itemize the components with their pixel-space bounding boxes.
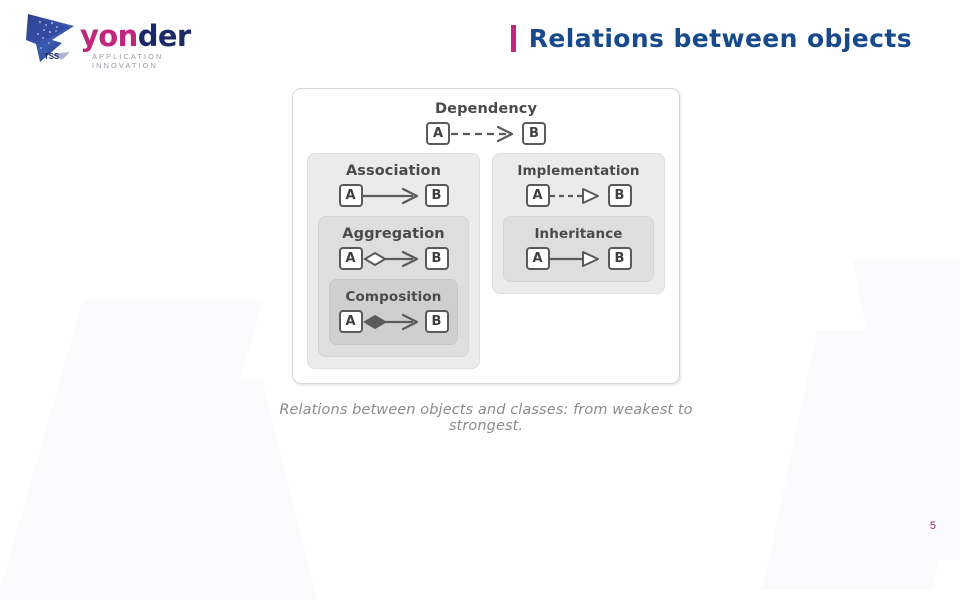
relation-row-dependency: A B <box>307 122 665 145</box>
relation-label-composition: Composition <box>345 289 442 305</box>
relation-label-dependency: Dependency <box>435 101 537 117</box>
relations-figure: Dependency A B Association A <box>262 88 710 434</box>
node-b: B <box>522 122 546 145</box>
page-title: Relations between objects <box>528 24 912 53</box>
yonder-logo-icon <box>26 14 74 62</box>
title-accent-bar <box>510 25 516 52</box>
node-b: B <box>607 247 632 270</box>
relation-row-inheritance: A B <box>514 247 643 270</box>
relation-aggregation: Aggregation A B Composition <box>318 216 469 357</box>
node-b: B <box>607 184 632 207</box>
slide-title: Relations between objects <box>510 24 912 53</box>
node-a: A <box>525 247 550 270</box>
connector-composition-filled-diamond-open-arrow <box>362 313 418 330</box>
relation-implementation: Implementation A B Inheritance A <box>492 153 665 294</box>
logo-word-part2: der <box>137 19 192 53</box>
relation-label-implementation: Implementation <box>517 163 640 179</box>
node-b: B <box>424 184 449 207</box>
relation-row-composition: A B <box>338 310 449 333</box>
relation-row-association: A B <box>318 184 469 207</box>
node-a: A <box>525 184 550 207</box>
relation-composition: Composition A B <box>329 279 458 345</box>
connector-association-solid-open-arrow <box>362 187 418 204</box>
relation-label-association: Association <box>345 163 442 179</box>
node-a: A <box>426 122 450 145</box>
node-a: A <box>338 310 363 333</box>
page-number: 5 <box>929 520 936 532</box>
connector-implementation-dashed-hollow-triangle <box>549 187 599 204</box>
relations-column-left: Association A B Aggregation A <box>307 153 480 369</box>
logo-tagline: APPLICATION INNOVATION <box>92 52 164 70</box>
relation-dependency: Dependency A B <box>307 101 665 145</box>
connector-aggregation-hollow-diamond-open-arrow <box>362 250 418 267</box>
diagram-frame: Dependency A B Association A <box>292 88 680 384</box>
relation-association: Association A B Aggregation A <box>307 153 480 369</box>
relation-label-inheritance: Inheritance <box>534 226 623 242</box>
relation-inheritance: Inheritance A B <box>503 216 654 282</box>
node-a: A <box>338 247 363 270</box>
node-b: B <box>424 310 449 333</box>
logo-tss-badge: TSS <box>44 52 59 61</box>
connector-dependency-dashed-open-arrow <box>451 125 514 142</box>
connector-inheritance-solid-hollow-triangle <box>549 250 599 267</box>
node-b: B <box>424 247 449 270</box>
relations-column-right: Implementation A B Inheritance A <box>492 153 665 294</box>
figure-caption: Relations between objects and classes: f… <box>279 402 693 434</box>
node-a: A <box>338 184 363 207</box>
relation-label-aggregation: Aggregation <box>342 226 445 242</box>
logo-word-part1: yon <box>80 19 138 53</box>
relation-row-implementation: A B <box>503 184 654 207</box>
brand-logo: yonder APPLICATION INNOVATION TSS <box>22 8 222 70</box>
logo-wordmark: yonder <box>80 22 191 51</box>
relations-columns: Association A B Aggregation A <box>307 153 665 369</box>
relation-row-aggregation: A B <box>329 247 458 270</box>
